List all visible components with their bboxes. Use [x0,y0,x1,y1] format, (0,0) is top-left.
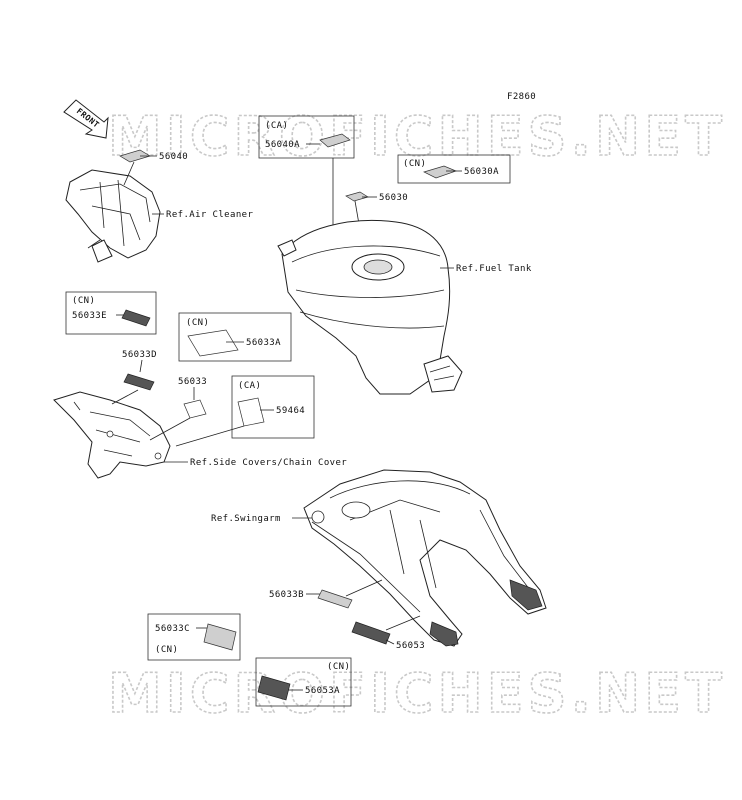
box-cn-56033a [178,312,292,362]
box-cn-56033e [65,291,157,335]
label-56033e-icon [121,309,151,327]
label-ref-side-covers: Ref.Side Covers/Chain Cover [190,458,347,468]
label-ref-swingarm: Ref.Swingarm [211,514,281,524]
label-59464-icon [237,397,265,427]
label-56033d-icon [123,373,155,391]
swingarm-part [303,469,547,647]
label-56053a-icon [257,675,291,701]
label-56033-icon [183,399,207,419]
watermark-top: MICROFICHES.NET [108,105,726,168]
label-56030-icon [345,191,369,202]
box-cn-56030a [397,154,511,184]
label-cn-5: (CN) [327,662,350,672]
label-56030a: 56030A [464,167,499,177]
label-56053-icon [351,621,391,645]
label-ref-air-cleaner: Ref.Air Cleaner [166,210,253,220]
label-56033c: 56033C [155,624,190,634]
box-ca-56040a [258,115,355,159]
label-ca-1: (CA) [265,121,288,131]
label-cn-4: (CN) [155,645,178,655]
label-56040a: 56040A [265,140,300,150]
label-cn-3: (CN) [186,318,209,328]
label-56033b-icon [317,589,353,609]
air-cleaner-part [65,169,161,263]
box-ca-59464 [231,375,315,439]
figure-code: F2860 [507,92,536,102]
label-56033b: 56033B [269,590,304,600]
box-cn-56053a [255,657,352,707]
label-56053: 56053 [396,641,425,651]
front-arrow-icon: FRONT [63,99,109,139]
label-cn-1: (CN) [403,159,426,169]
label-59464: 59464 [276,406,305,416]
label-cn-2: (CN) [72,296,95,306]
label-56033: 56033 [178,377,207,387]
label-56030: 56030 [379,193,408,203]
label-56033a-icon [187,329,239,357]
label-56033e: 56033E [72,311,107,321]
label-56033d: 56033D [122,350,157,360]
watermark-bottom: MICROFICHES.NET [108,662,726,725]
label-56040: 56040 [159,152,188,162]
label-56040a-icon [319,133,351,148]
label-ca-2: (CA) [238,381,261,391]
fuel-tank-part [277,219,463,395]
box-cn-56033c [147,613,241,661]
label-56033a: 56033A [246,338,281,348]
side-cover-part [53,391,171,479]
label-ref-fuel-tank: Ref.Fuel Tank [456,264,532,274]
label-56053a: 56053A [305,686,340,696]
label-56033c-icon [203,623,237,651]
